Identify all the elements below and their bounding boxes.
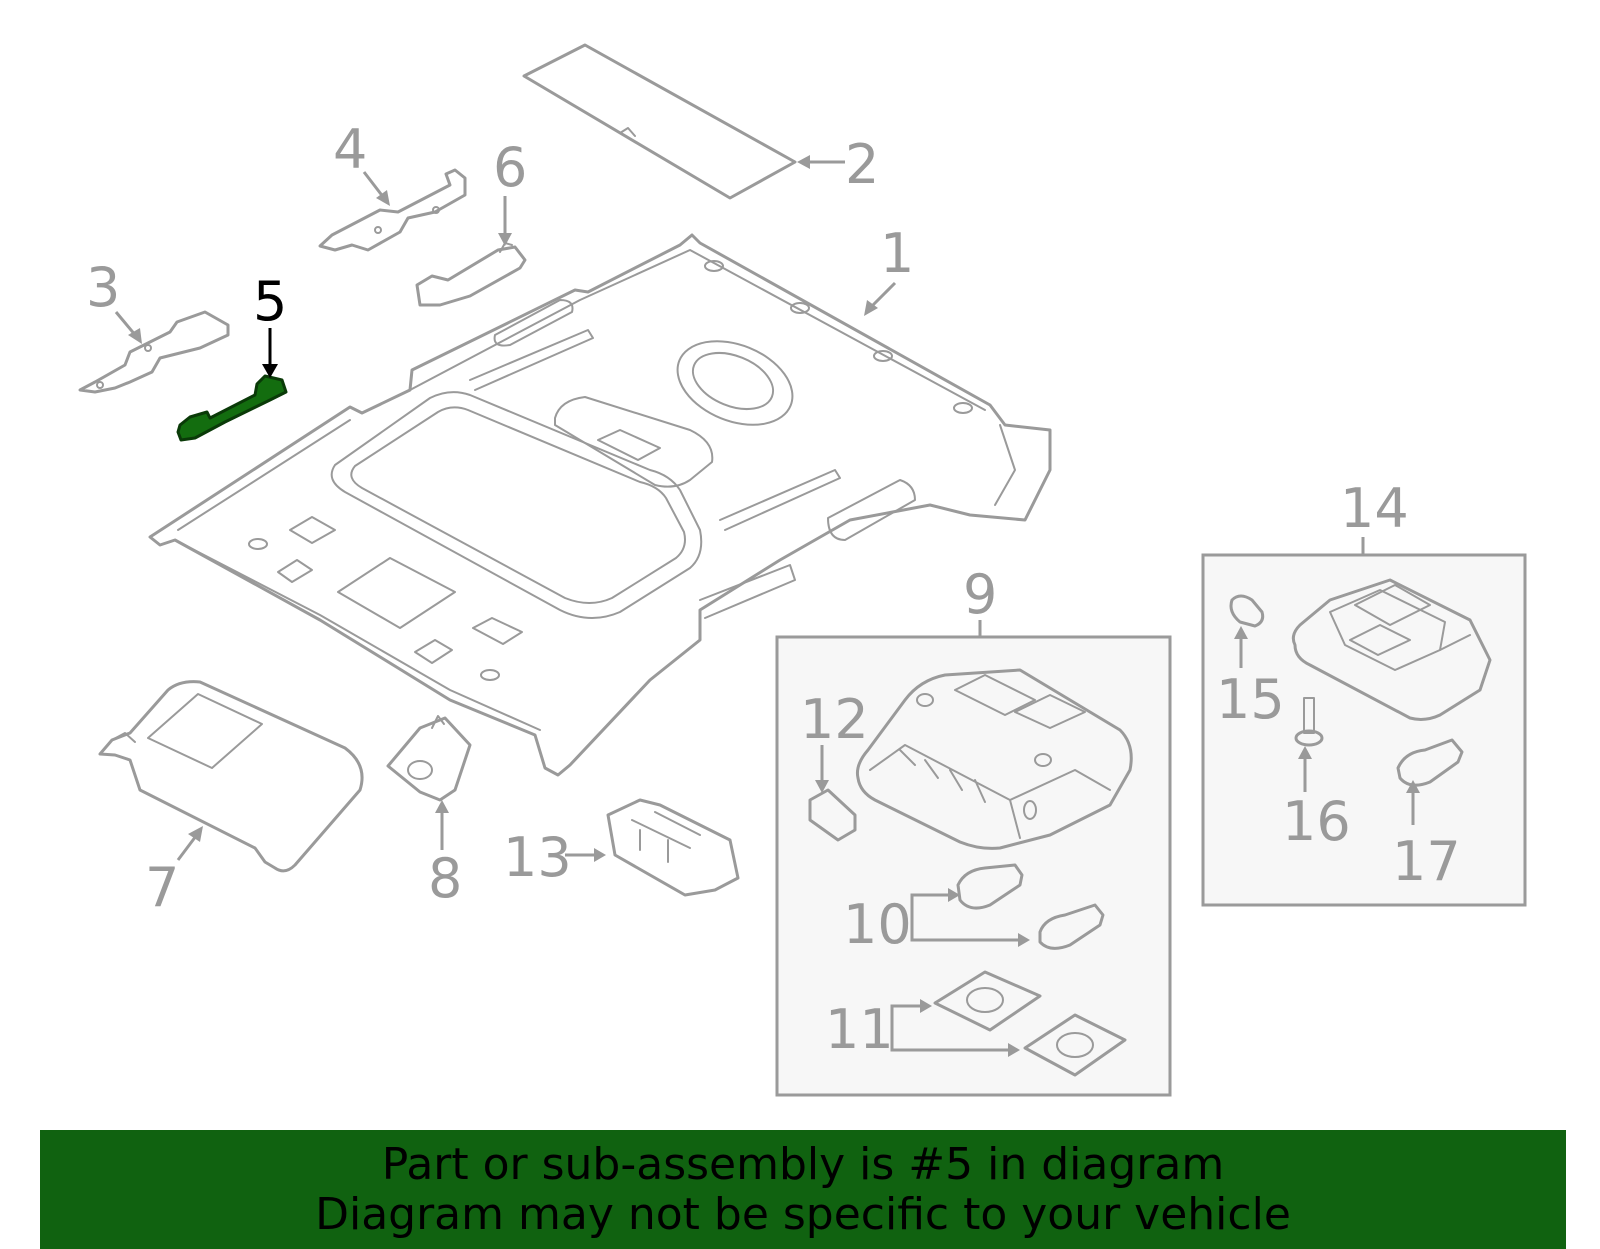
part-10-bulbs[interactable]	[956, 863, 1105, 950]
callout-14: 14	[1340, 477, 1409, 540]
part-16-screw[interactable]	[1294, 697, 1324, 747]
box-14-map-lamp	[1201, 553, 1527, 907]
callout-5: 5	[253, 270, 287, 333]
callout-6: 6	[493, 136, 527, 199]
callout-2: 2	[845, 133, 879, 196]
part-3-bracket[interactable]	[78, 310, 230, 394]
callout-11: 11	[825, 998, 894, 1061]
part-17-bulb[interactable]	[1396, 738, 1464, 787]
callout-3: 3	[86, 256, 120, 319]
part-9-overhead-console[interactable]	[856, 668, 1133, 850]
callout-16: 16	[1282, 790, 1351, 853]
callout-7: 7	[145, 856, 179, 919]
callout-1: 1	[880, 222, 914, 285]
callout-13: 13	[503, 826, 572, 889]
part-7-sun-visor[interactable]	[98, 680, 364, 873]
banner-line-disclaimer: Diagram may not be specific to your vehi…	[315, 1188, 1291, 1240]
part-8-visor-clip[interactable]	[386, 715, 472, 802]
callout-numbers: 1 2 3 4 5 6 7 8 9 10 11 12 13 14 15 16 1…	[86, 118, 1461, 1061]
part-15-clip[interactable]	[1229, 594, 1265, 628]
part-6-grip-handle[interactable]	[415, 242, 527, 307]
info-banner: Part or sub-assembly is #5 in diagram Di…	[40, 1130, 1566, 1249]
callout-9: 9	[963, 563, 997, 626]
callout-10: 10	[843, 893, 912, 956]
callout-12: 12	[800, 688, 869, 751]
callout-8: 8	[428, 847, 462, 910]
part-1-headliner[interactable]	[148, 233, 1052, 777]
leader-lines	[114, 155, 1420, 1057]
part-14-map-lamp[interactable]	[1291, 578, 1492, 721]
part-12-switch[interactable]	[808, 788, 857, 842]
box-9-overhead-console	[775, 635, 1172, 1097]
part-4-bracket[interactable]	[318, 168, 467, 252]
callout-17: 17	[1392, 830, 1461, 893]
callout-15: 15	[1216, 668, 1285, 731]
part-5-grip-handle-highlighted[interactable]	[176, 374, 288, 442]
banner-line-part-number: Part or sub-assembly is #5 in diagram	[381, 1138, 1225, 1190]
part-11-lenses[interactable]	[933, 970, 1127, 1077]
part-13-courtesy-lamp[interactable]	[606, 798, 740, 897]
part-2-roof-panel[interactable]	[522, 43, 797, 200]
callout-4: 4	[333, 118, 367, 181]
